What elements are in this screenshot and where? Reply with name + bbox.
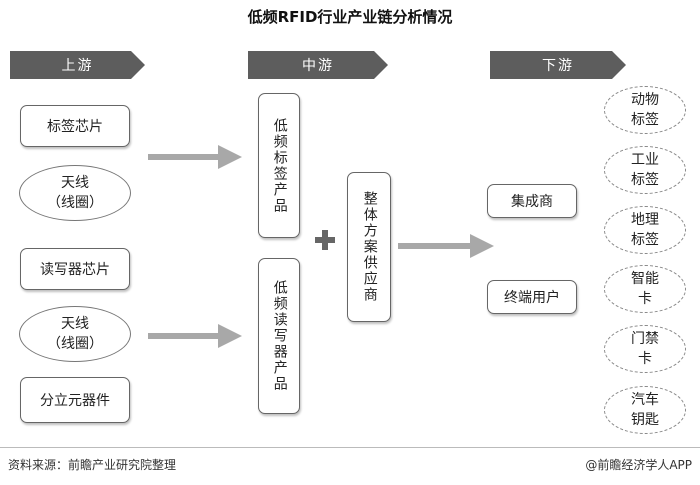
source-note: 资料来源：前瞻产业研究院整理: [8, 458, 177, 472]
tag-chip-box: 标签芯片: [20, 105, 130, 147]
plus-icon: [315, 230, 335, 250]
discrete-components-box: 分立元器件: [20, 377, 130, 423]
antenna-oval-2: 天线 （线圈）: [19, 306, 131, 362]
upstream-banner: 上游: [10, 51, 145, 79]
integrator-box: 集成商: [487, 184, 577, 218]
solution-provider-box: 整体方案供应商: [347, 172, 391, 322]
footer-divider: [0, 447, 700, 448]
diagram-title: 低频RFID行业产业链分析情况: [247, 8, 453, 26]
application-oval-animal-tag: 动物 标签: [604, 86, 686, 134]
reader-chip-box: 读写器芯片: [20, 248, 130, 290]
lf-reader-products-box: 低频读写器产品: [258, 258, 300, 414]
lf-tag-products-box: 低频标签产品: [258, 93, 300, 238]
antenna-oval-1: 天线 （线圈）: [19, 165, 131, 221]
downstream-banner: 下游: [490, 51, 626, 79]
flow-arrows: [148, 145, 494, 348]
application-oval-smart-card: 智能 卡: [604, 265, 686, 313]
application-oval-geo-tag: 地理 标签: [604, 206, 686, 254]
midstream-banner: 中游: [248, 51, 388, 79]
end-user-box: 终端用户: [487, 280, 577, 314]
application-oval-access-card: 门禁 卡: [604, 325, 686, 373]
application-oval-industrial-tag: 工业 标签: [604, 146, 686, 194]
application-oval-car-key: 汽车 钥匙: [604, 386, 686, 434]
brand-credit: @前瞻经济学人APP: [585, 458, 692, 472]
